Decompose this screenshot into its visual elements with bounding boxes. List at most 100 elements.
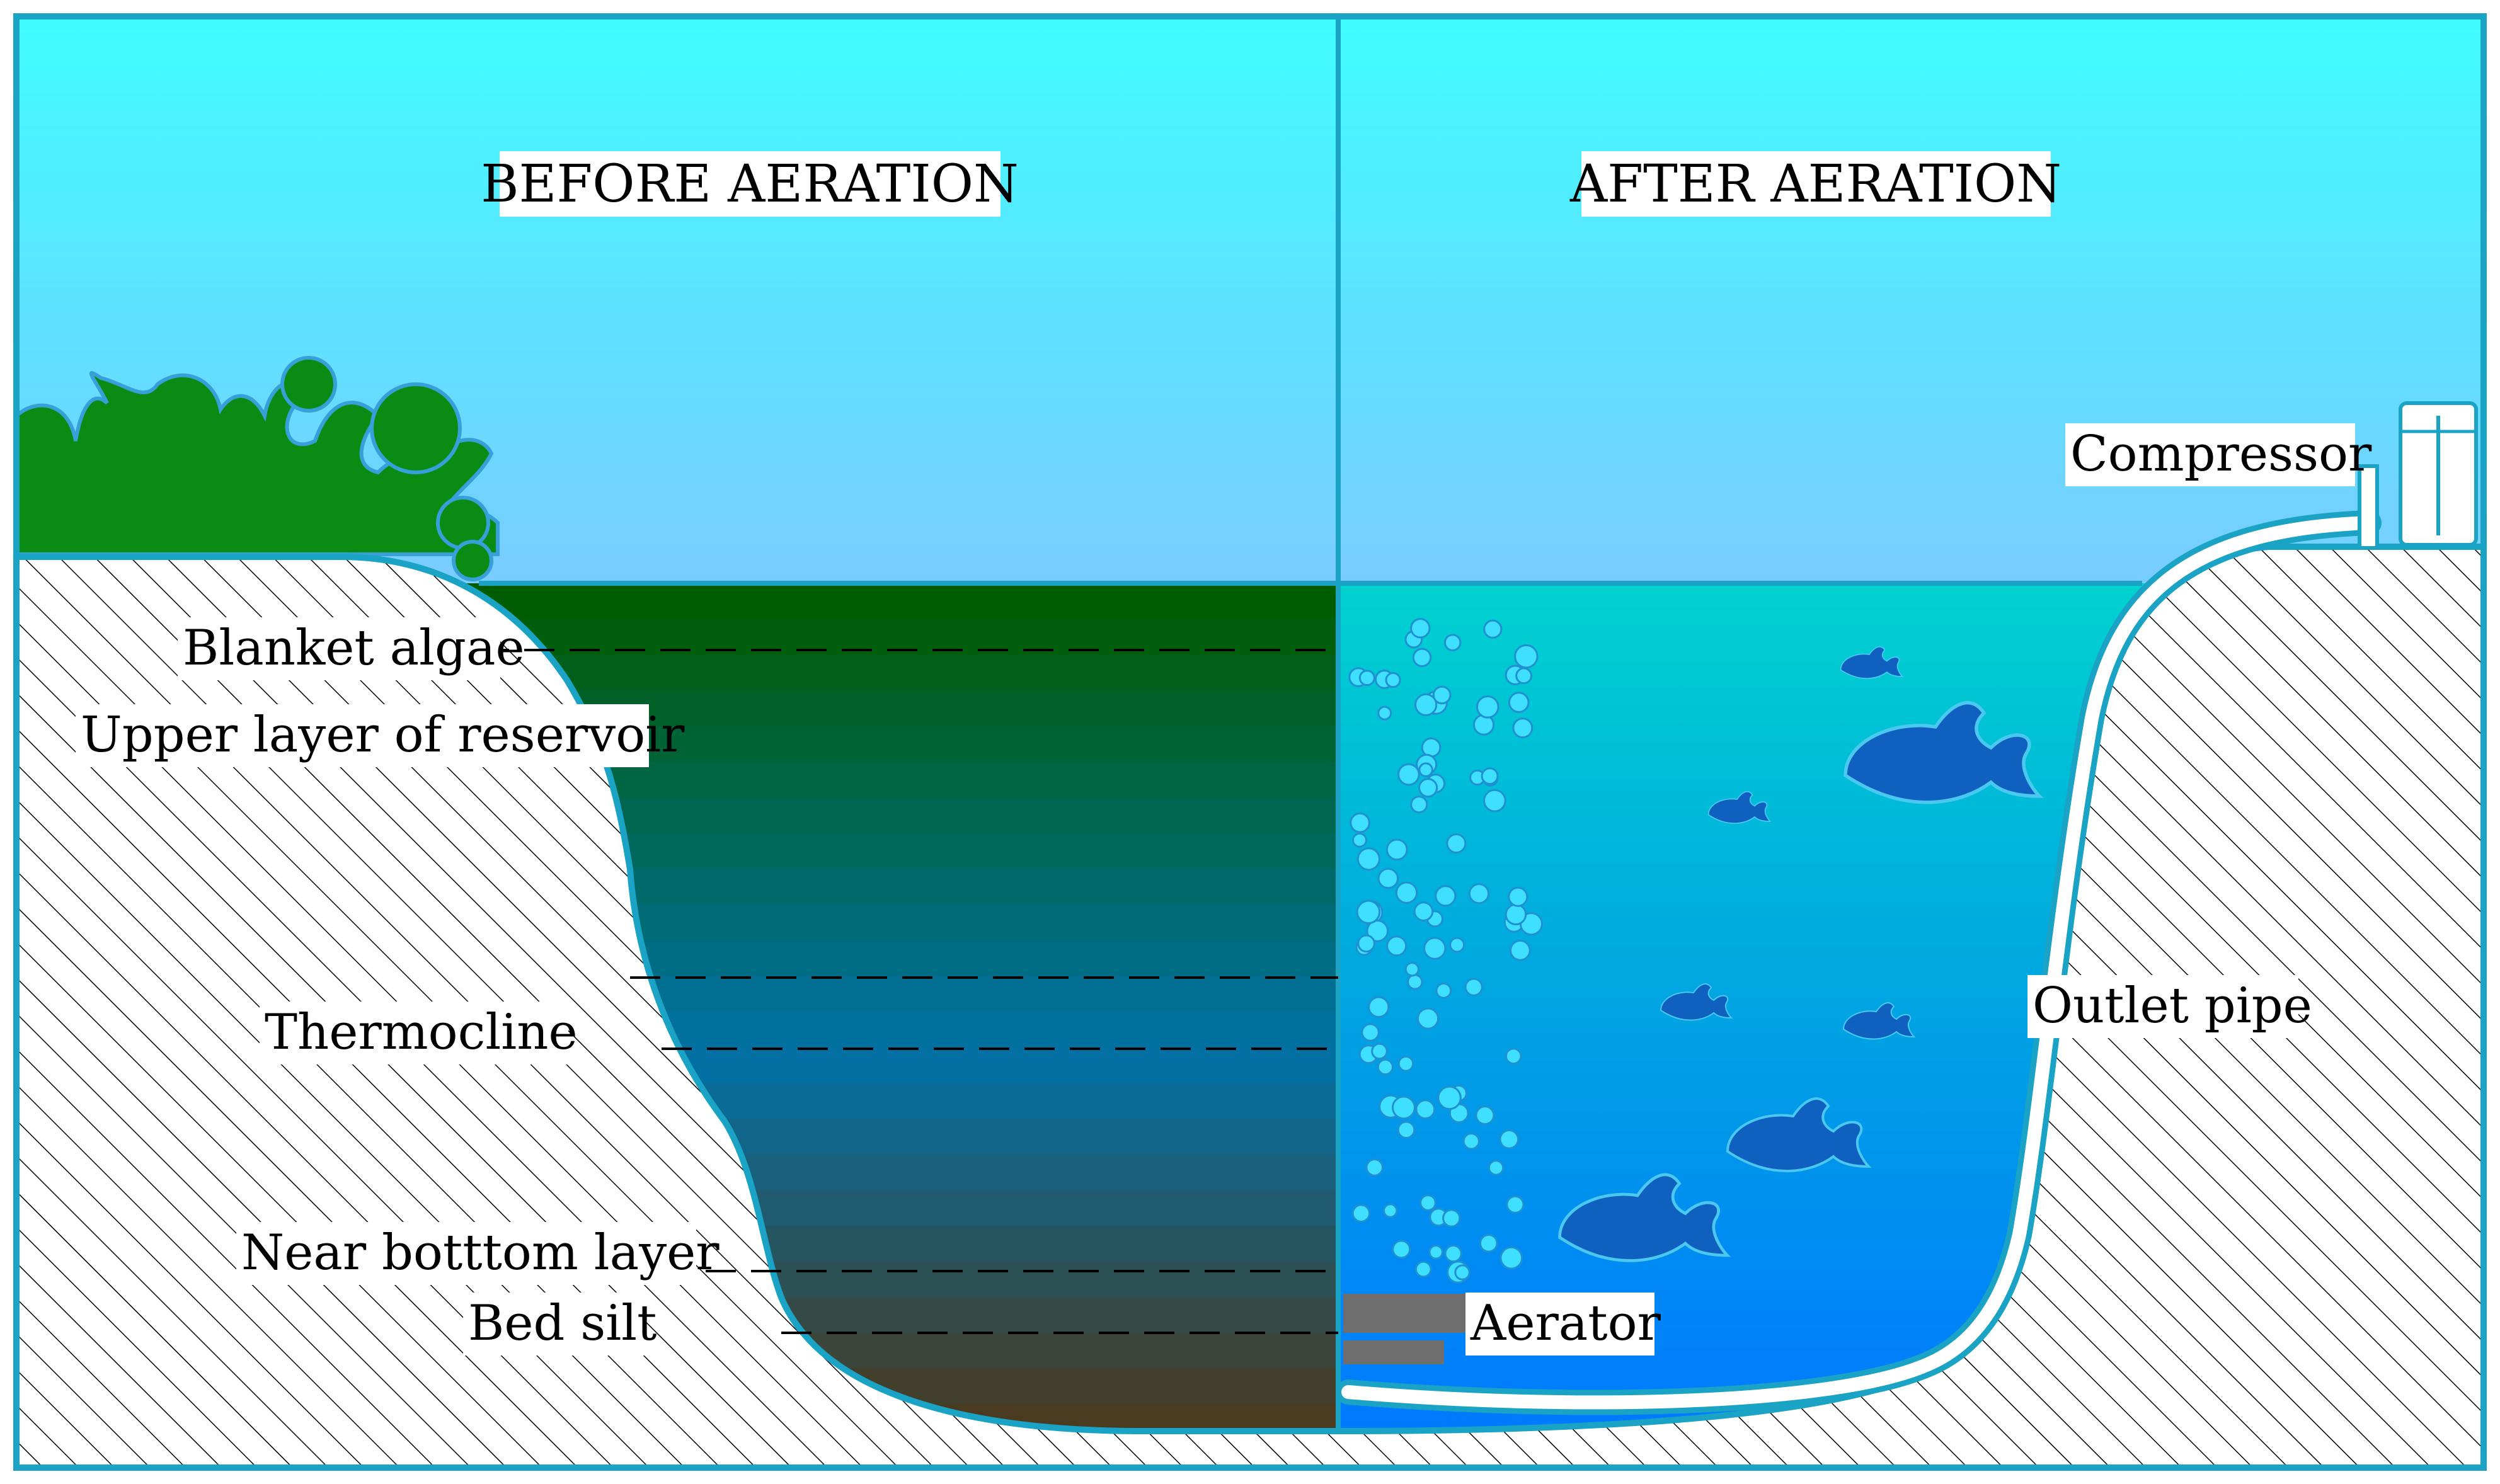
bubble xyxy=(1446,833,1467,854)
bubble xyxy=(1418,762,1433,777)
bubble xyxy=(1482,789,1506,813)
svg-text:Near botttom layer: Near botttom layer xyxy=(241,1224,720,1281)
label-near-bottom: Near botttom layer xyxy=(236,1222,720,1285)
svg-text:Bed silt: Bed silt xyxy=(468,1295,657,1352)
bubble xyxy=(1366,919,1389,942)
bubble xyxy=(1514,644,1539,669)
bubble xyxy=(1361,1023,1380,1042)
bubble xyxy=(1506,1195,1525,1214)
bubble xyxy=(1468,883,1490,905)
fish-icon xyxy=(1558,1173,1731,1262)
bubble xyxy=(1351,1204,1371,1223)
label-outlet-pipe: Outlet pipe xyxy=(2027,975,2312,1038)
water-band xyxy=(441,583,1338,620)
bubble xyxy=(1395,881,1418,905)
bubble xyxy=(1358,670,1375,687)
bubble xyxy=(1464,978,1483,996)
bubble xyxy=(1449,937,1465,953)
bubble xyxy=(1481,767,1499,785)
fish-icon xyxy=(1726,1097,1872,1172)
bubble xyxy=(1415,1099,1436,1120)
bubble xyxy=(1414,693,1438,716)
bubble xyxy=(1419,1194,1436,1211)
outlet-pipe xyxy=(1336,510,2382,1415)
svg-text:Outlet pipe: Outlet pipe xyxy=(2033,978,2312,1034)
bubble xyxy=(1385,838,1408,861)
svg-text:BEFORE AERATION: BEFORE AERATION xyxy=(481,154,1019,214)
svg-text:Compressor: Compressor xyxy=(2070,426,2372,482)
bubble xyxy=(1385,671,1401,688)
svg-text:Upper layer of reservoir: Upper layer of reservoir xyxy=(81,707,685,763)
label-upper-layer: Upper layer of reservoir xyxy=(76,704,685,767)
bubble xyxy=(1377,705,1392,721)
bubble xyxy=(1479,1234,1498,1253)
bubble xyxy=(1392,1095,1416,1120)
bubble xyxy=(1483,619,1503,639)
bubble xyxy=(1371,1042,1388,1060)
bubble xyxy=(1476,695,1499,719)
bubble xyxy=(1505,1047,1522,1065)
bubble xyxy=(1356,899,1381,925)
label-blanket-algae: Blanket algae xyxy=(178,617,525,680)
bubble xyxy=(1454,1264,1471,1281)
bubble xyxy=(1508,692,1530,713)
title-before: BEFORE AERATION xyxy=(481,151,1019,217)
bubble xyxy=(1423,937,1447,960)
fish-group xyxy=(1558,646,2044,1262)
bubble xyxy=(1435,885,1457,907)
bubble xyxy=(1475,1105,1495,1126)
bubble xyxy=(1407,974,1423,990)
bubble xyxy=(1416,1007,1440,1030)
bubble xyxy=(1505,903,1527,926)
bubble xyxy=(1397,763,1420,786)
svg-text:AFTER AERATION: AFTER AERATION xyxy=(1569,154,2061,214)
bubble xyxy=(1350,812,1370,833)
bubble xyxy=(1410,618,1431,639)
label-thermocline: Thermocline xyxy=(260,1002,578,1064)
fish-icon xyxy=(1840,646,1904,679)
bubble xyxy=(1499,1246,1523,1270)
bubble xyxy=(1443,634,1462,651)
bubble-column xyxy=(1348,618,1544,1284)
bubble xyxy=(1435,982,1452,999)
svg-text:Aerator: Aerator xyxy=(1470,1295,1661,1352)
water-band xyxy=(441,654,1338,691)
aerator-icon xyxy=(1343,1294,1476,1364)
svg-text:Thermocline: Thermocline xyxy=(265,1004,578,1061)
fish-icon xyxy=(1707,791,1772,824)
bubble xyxy=(1462,1133,1480,1150)
bubble xyxy=(1392,1240,1411,1259)
title-after: AFTER AERATION xyxy=(1569,151,2061,217)
bubble xyxy=(1418,778,1438,798)
bubble xyxy=(1432,685,1452,705)
bubble xyxy=(1488,1160,1505,1176)
bubble xyxy=(1351,832,1367,848)
bubble xyxy=(1368,996,1390,1019)
bubble xyxy=(1437,1085,1462,1110)
leader-lines xyxy=(479,649,1338,1334)
bubble xyxy=(1357,934,1375,953)
bubble xyxy=(1397,1121,1416,1139)
bubble xyxy=(1412,648,1432,668)
bubble xyxy=(1499,1129,1520,1150)
label-bed-silt: Bed silt xyxy=(463,1293,657,1356)
fish-icon xyxy=(1842,1002,1916,1040)
compressor-icon xyxy=(2358,401,2478,550)
fish-icon xyxy=(1660,983,1733,1021)
bubble xyxy=(1515,667,1533,685)
frame xyxy=(13,13,2487,1471)
bubble xyxy=(1386,935,1408,957)
label-compressor: Compressor xyxy=(2065,423,2372,486)
bubble xyxy=(1365,1158,1384,1177)
algae-bush-icon xyxy=(14,356,500,581)
bubble xyxy=(1428,1245,1443,1260)
bubble xyxy=(1377,1058,1394,1076)
bubble xyxy=(1383,1203,1398,1218)
bubble xyxy=(1509,939,1531,961)
bubble xyxy=(1442,1209,1461,1228)
bubble xyxy=(1377,867,1399,889)
bubble xyxy=(1512,717,1534,739)
bubble xyxy=(1410,796,1428,814)
bubble xyxy=(1414,1260,1432,1278)
